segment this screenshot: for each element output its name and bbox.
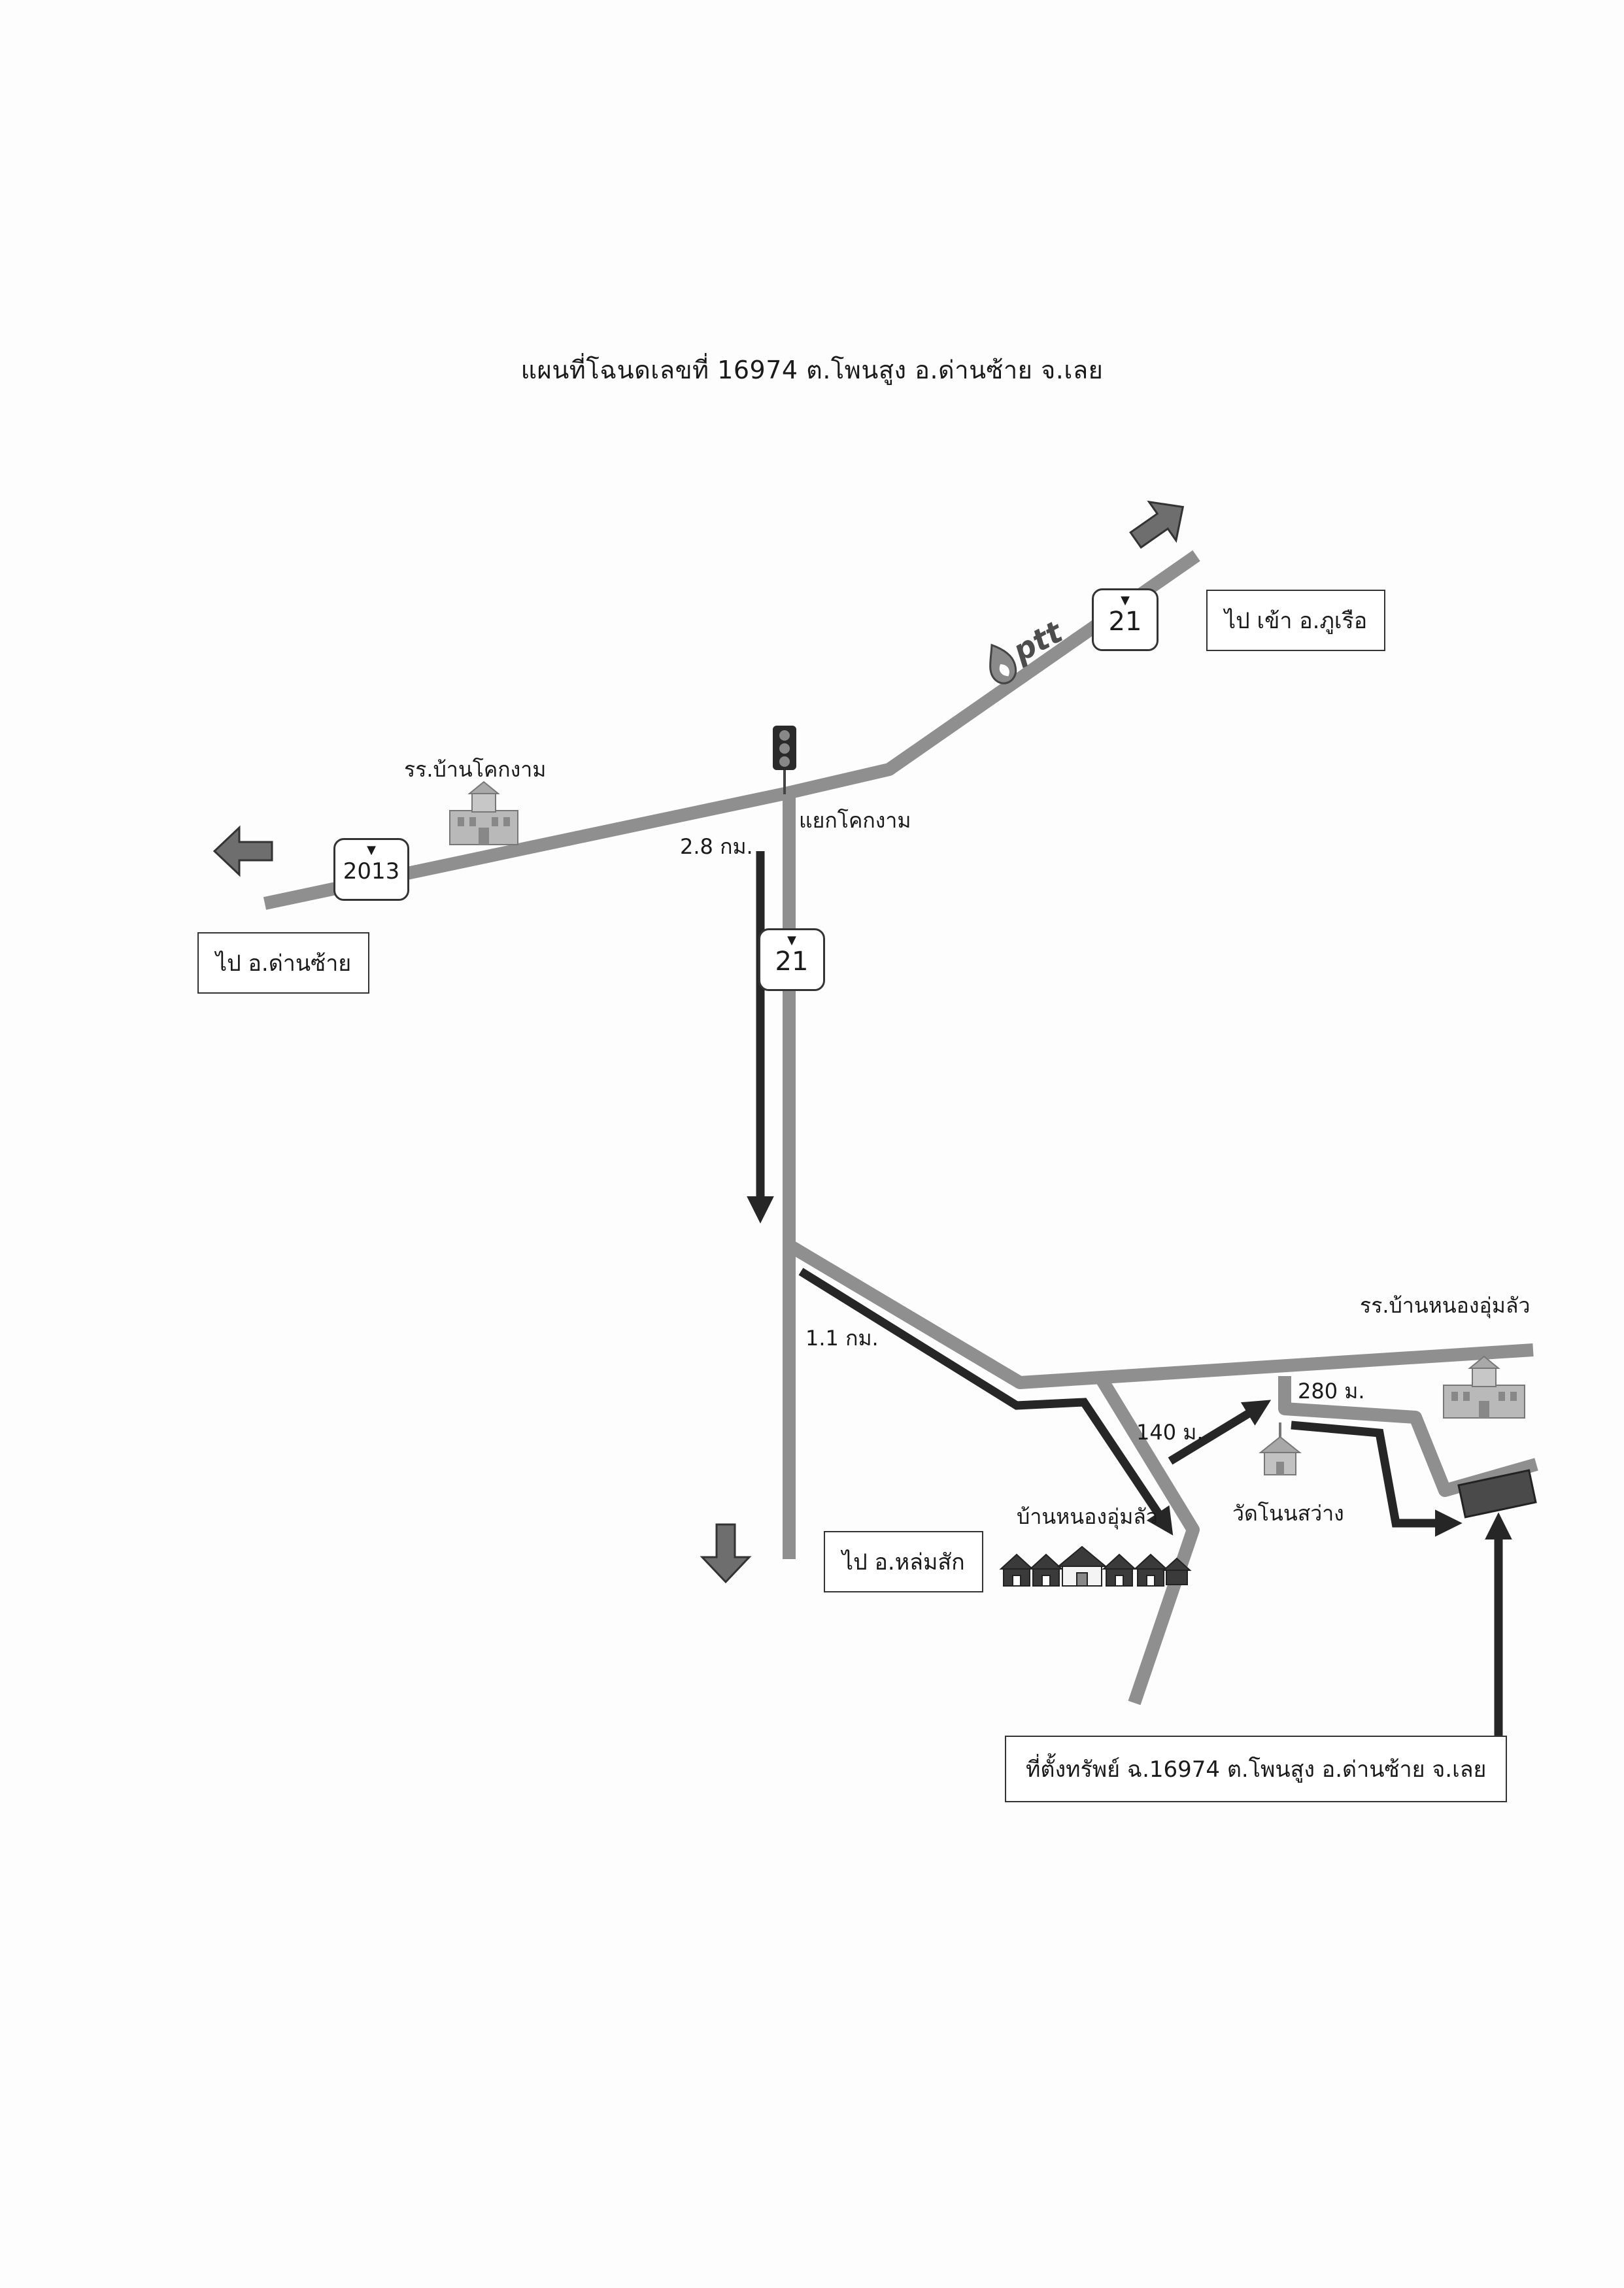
highway-shield-number: 21 bbox=[1108, 607, 1142, 637]
distance-label-leg-4: 280 ม. bbox=[1298, 1379, 1365, 1404]
road-village-south bbox=[1096, 1375, 1200, 1706]
traffic-light-icon bbox=[773, 726, 796, 794]
route-arrows bbox=[747, 851, 1512, 1739]
highway-shield-south: ▼ 21 bbox=[758, 928, 825, 991]
map-title: แผนที่โฉนดเลขที่ 16974 ต.โพนสูง อ.ด่านซ้… bbox=[520, 356, 1104, 384]
destination-phu-ruea: ไป เข้า อ.ภูเรือ bbox=[1206, 590, 1386, 651]
school-building-icon bbox=[449, 781, 518, 845]
label-junction-khok-ngam: แยกโคกงาม bbox=[799, 808, 911, 833]
label-school-khok-ngam: รร.บ้านโคกงาม bbox=[404, 757, 547, 782]
highway-shield-number-3: 21 bbox=[775, 947, 809, 977]
temple-icon bbox=[1259, 1422, 1302, 1475]
road-network bbox=[263, 550, 1538, 1706]
highway-shield-number-2: 2013 bbox=[343, 858, 400, 884]
highway-emblem-icon-3: ▼ bbox=[787, 934, 796, 947]
direction-arrows bbox=[212, 500, 1185, 1584]
label-temple-non-sawang: วัดโนนสว่าง bbox=[1232, 1501, 1344, 1526]
destination-lom-sak: ไป อ.หล่มสัก bbox=[824, 1531, 983, 1592]
distance-label-leg-3: 140 ม. bbox=[1136, 1420, 1204, 1445]
label-school-nong-um-lua: รร.บ้านหนองอุ่มลัว bbox=[1360, 1293, 1531, 1318]
property-parcel bbox=[1457, 1469, 1537, 1519]
village-houses-icon bbox=[999, 1545, 1192, 1587]
distance-label-leg-2: 1.1 กม. bbox=[805, 1326, 879, 1351]
route-arrow-leg-2 bbox=[798, 1268, 1174, 1536]
highway-emblem-icon-2: ▼ bbox=[367, 843, 376, 857]
road-highway-2013 bbox=[263, 550, 1200, 910]
distance-label-leg-1: 2.8 กม. bbox=[680, 834, 753, 859]
highway-emblem-icon: ▼ bbox=[1121, 594, 1130, 607]
arrow-west-icon bbox=[212, 825, 273, 877]
destination-dan-sai: ไป อ.ด่านซ้าย bbox=[197, 932, 370, 994]
property-location-label: ที่ตั้งทรัพย์ ฉ.16974 ต.โพนสูง อ.ด่านซ้า… bbox=[1005, 1736, 1508, 1802]
road-branch-nong-um-lua bbox=[785, 1239, 1534, 1389]
arrow-northeast-icon bbox=[1129, 500, 1185, 549]
highway-shield-west: ▼ 2013 bbox=[333, 838, 409, 901]
highway-shield-north: ▼ 21 bbox=[1092, 588, 1159, 651]
route-arrow-leg-3 bbox=[1168, 1400, 1272, 1465]
label-village-nong-um-lua: บ้านหนองอุ่มลัว bbox=[1017, 1504, 1158, 1529]
route-arrow-leg-4 bbox=[1291, 1421, 1463, 1537]
school-building-icon-2 bbox=[1443, 1355, 1525, 1419]
arrow-south-icon bbox=[700, 1523, 752, 1584]
ptt-logo-label: ptt bbox=[1007, 613, 1070, 669]
